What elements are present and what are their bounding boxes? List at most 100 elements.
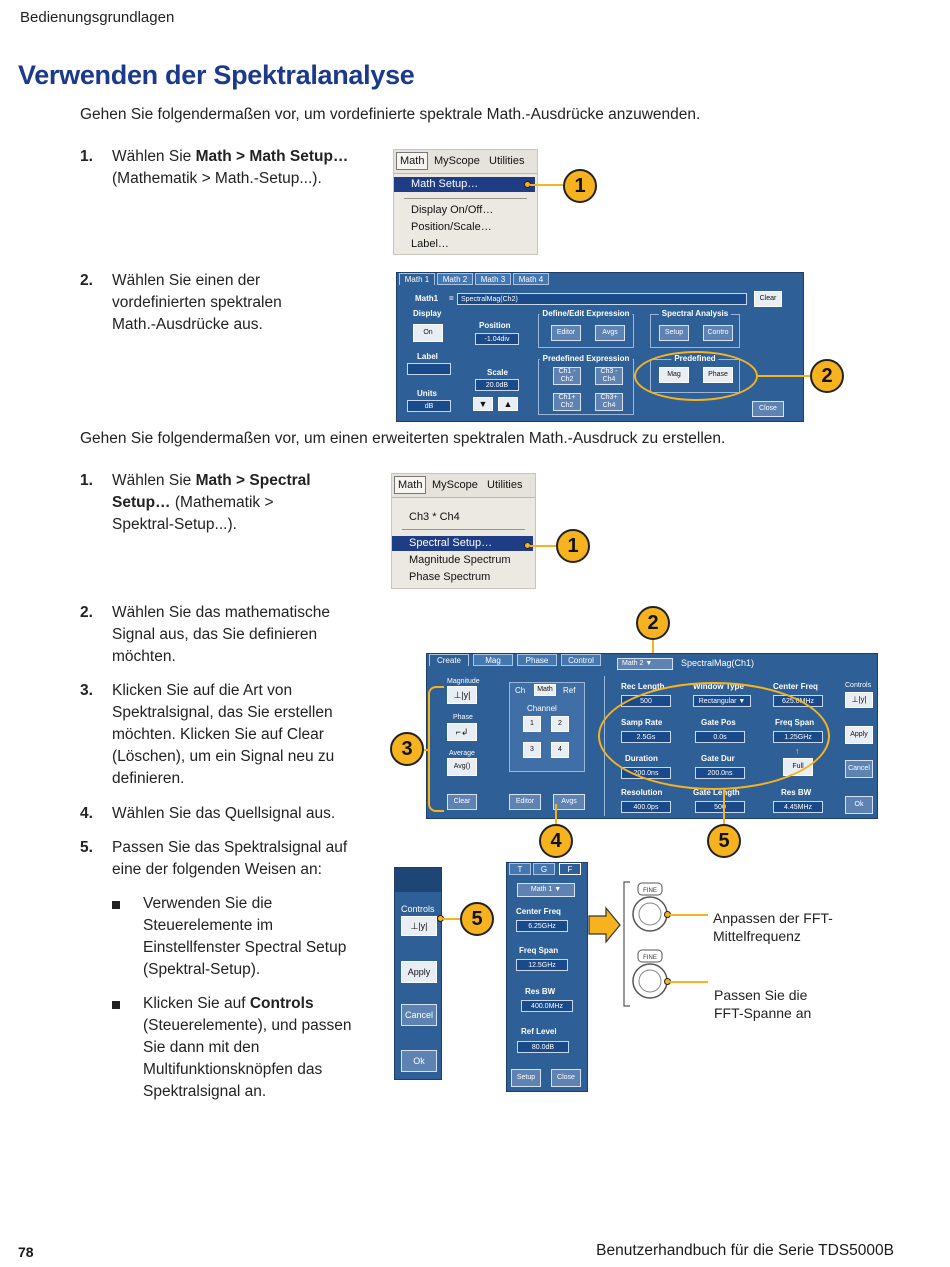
apply-button[interactable]: Apply — [401, 961, 437, 983]
clear-button[interactable]: Clear — [447, 794, 477, 810]
apply-button[interactable]: Apply — [845, 726, 873, 744]
callout-1b: 1 — [556, 529, 590, 563]
step-number: 3. — [80, 682, 93, 699]
arrow-up-button[interactable]: ▲ — [498, 397, 518, 411]
menu-item-ch3-ch4[interactable]: Ch3 * Ch4 — [409, 511, 460, 523]
tab-math4[interactable]: Math 4 — [513, 273, 549, 285]
callout-line — [530, 184, 564, 186]
display-on-button[interactable]: On — [413, 324, 443, 342]
editor-button[interactable]: Editor — [509, 794, 541, 810]
menu-bar: Math MyScope Utilities — [392, 474, 535, 498]
cancel-button[interactable]: Cancel — [401, 1004, 437, 1026]
menu-math[interactable]: Math — [394, 476, 427, 494]
highlight-oval — [634, 351, 758, 401]
controls-button[interactable]: ⊥|y| — [845, 692, 873, 708]
resolution-field[interactable]: 400.0ps — [621, 801, 671, 813]
menu-item-position-scale[interactable]: Position/Scale… — [411, 221, 492, 233]
units-field[interactable]: dB — [407, 400, 451, 412]
menu-item-magnitude-spectrum[interactable]: Magnitude Spectrum — [409, 554, 511, 566]
magnitude-type-button[interactable]: ⊥|y| — [447, 686, 477, 704]
center-freq-field[interactable]: 6.25GHz — [516, 920, 568, 932]
controls-label: Controls — [845, 682, 872, 689]
expression-field[interactable]: SpectralMag(Ch2) — [457, 293, 747, 305]
arrow-down-button[interactable]: ▼ — [473, 397, 493, 411]
source-ref-tab[interactable]: Ref — [563, 686, 576, 695]
source-math-tab[interactable]: Math — [534, 684, 556, 696]
step-text: Klicken Sie auf die Art von Spektralsign… — [112, 682, 335, 787]
controls-button[interactable]: ⊥|y| — [401, 916, 437, 936]
tab-math3[interactable]: Math 3 — [475, 273, 511, 285]
callout-line — [555, 804, 557, 826]
ref-level-label: Ref Level — [521, 1027, 557, 1036]
tab-phase[interactable]: Phase — [517, 654, 557, 666]
avgs-button[interactable]: Avgs — [595, 325, 625, 341]
intro-advanced: Gehen Sie folgendermaßen vor, um einen e… — [80, 430, 726, 447]
step-number: 4. — [80, 805, 93, 822]
callout-line — [670, 914, 708, 916]
source-ch-tab[interactable]: Ch — [515, 686, 526, 695]
channel-3-button[interactable]: 3 — [523, 742, 541, 758]
avg-button[interactable]: Avg() — [447, 758, 477, 776]
ok-button[interactable]: Ok — [401, 1050, 437, 1072]
menu-utilities[interactable]: Utilities — [489, 155, 525, 167]
res-bw-field[interactable]: 4.45MHz — [773, 801, 823, 813]
cancel-button[interactable]: Cancel — [845, 760, 873, 778]
close-button[interactable]: Close — [752, 401, 784, 417]
clear-button[interactable]: Clear — [754, 291, 782, 307]
ref-level-field[interactable]: 80.0dB — [517, 1041, 569, 1053]
freq-span-field[interactable]: 12.5GHz — [516, 959, 568, 971]
editor-button[interactable]: Editor — [551, 325, 581, 341]
menu-utilities[interactable]: Utilities — [487, 479, 523, 491]
close-button[interactable]: Close — [551, 1069, 581, 1087]
math-select-dropdown[interactable]: Math 1 ▼ — [517, 883, 575, 897]
bullet-square — [112, 901, 120, 909]
menu-myscope[interactable]: MyScope — [434, 155, 480, 167]
menu-math[interactable]: Math — [396, 152, 429, 170]
tab-g[interactable]: G — [533, 863, 555, 875]
menu-item-label[interactable]: Label… — [411, 238, 449, 250]
label-field[interactable] — [407, 363, 451, 375]
position-field[interactable]: -1.04div — [475, 333, 519, 345]
channel-4-button[interactable]: 4 — [551, 742, 569, 758]
resolution-label: Resolution — [621, 788, 663, 797]
tab-mag[interactable]: Mag — [473, 654, 513, 666]
tab-t[interactable]: T — [509, 863, 531, 875]
bullet-text: Klicken Sie auf Controls (Steuerelemente… — [143, 995, 352, 1100]
channel-2-button[interactable]: 2 — [551, 716, 569, 732]
menu-separator — [402, 529, 525, 530]
ch1-minus-ch2-button[interactable]: Ch1 - Ch2 — [553, 367, 581, 385]
step-number: 1. — [80, 148, 93, 165]
menu-item-spectral-setup[interactable]: Spectral Setup… — [392, 536, 533, 551]
tgf-controls-panel: T G F Math 1 ▼ Center Freq 6.25GHz Freq … — [506, 862, 588, 1092]
ok-button[interactable]: Ok — [845, 796, 873, 814]
display-label: Display — [413, 309, 442, 318]
menu-item-math-setup[interactable]: Math Setup… — [394, 177, 535, 192]
ch3-minus-ch4-button[interactable]: Ch3 - Ch4 — [595, 367, 623, 385]
scale-field[interactable]: 20.0dB — [475, 379, 519, 391]
menu-item-phase-spectrum[interactable]: Phase Spectrum — [409, 571, 491, 583]
callout-2b: 2 — [636, 606, 670, 640]
spectral-setup-button[interactable]: Setup — [659, 325, 689, 341]
menu-item-display[interactable]: Display On/Off… — [411, 204, 494, 216]
menu-myscope[interactable]: MyScope — [432, 479, 478, 491]
phase-type-button[interactable]: ⌐↲ — [447, 723, 477, 741]
svg-text:FINE: FINE — [643, 888, 657, 894]
channel-1-button[interactable]: 1 — [523, 716, 541, 732]
setup-button[interactable]: Setup — [511, 1069, 541, 1087]
ch3-plus-ch4-button[interactable]: Ch3+ Ch4 — [595, 393, 623, 411]
spectral-controls-button[interactable]: Contro — [703, 325, 733, 341]
tab-math1[interactable]: Math 1 — [399, 273, 435, 285]
tab-math2[interactable]: Math 2 — [437, 273, 473, 285]
tab-f[interactable]: F — [559, 863, 581, 875]
gate-length-field[interactable]: 500 — [695, 801, 745, 813]
res-bw-field[interactable]: 400.0MHz — [521, 1000, 573, 1012]
math-select-dropdown[interactable]: Math 2 ▼ — [617, 658, 673, 670]
avgs-button[interactable]: Avgs — [553, 794, 585, 810]
knob-2-label: Passen Sie die FFT-Spanne an — [714, 987, 812, 1021]
menu-bar: Math MyScope Utilities — [394, 150, 537, 174]
bullet-text: Verwenden Sie die Steuerelemente im Eins… — [143, 895, 347, 978]
tab-control[interactable]: Control — [561, 654, 601, 666]
source-group — [509, 682, 585, 772]
tab-create[interactable]: Create — [429, 654, 469, 666]
ch1-plus-ch2-button[interactable]: Ch1+ Ch2 — [553, 393, 581, 411]
